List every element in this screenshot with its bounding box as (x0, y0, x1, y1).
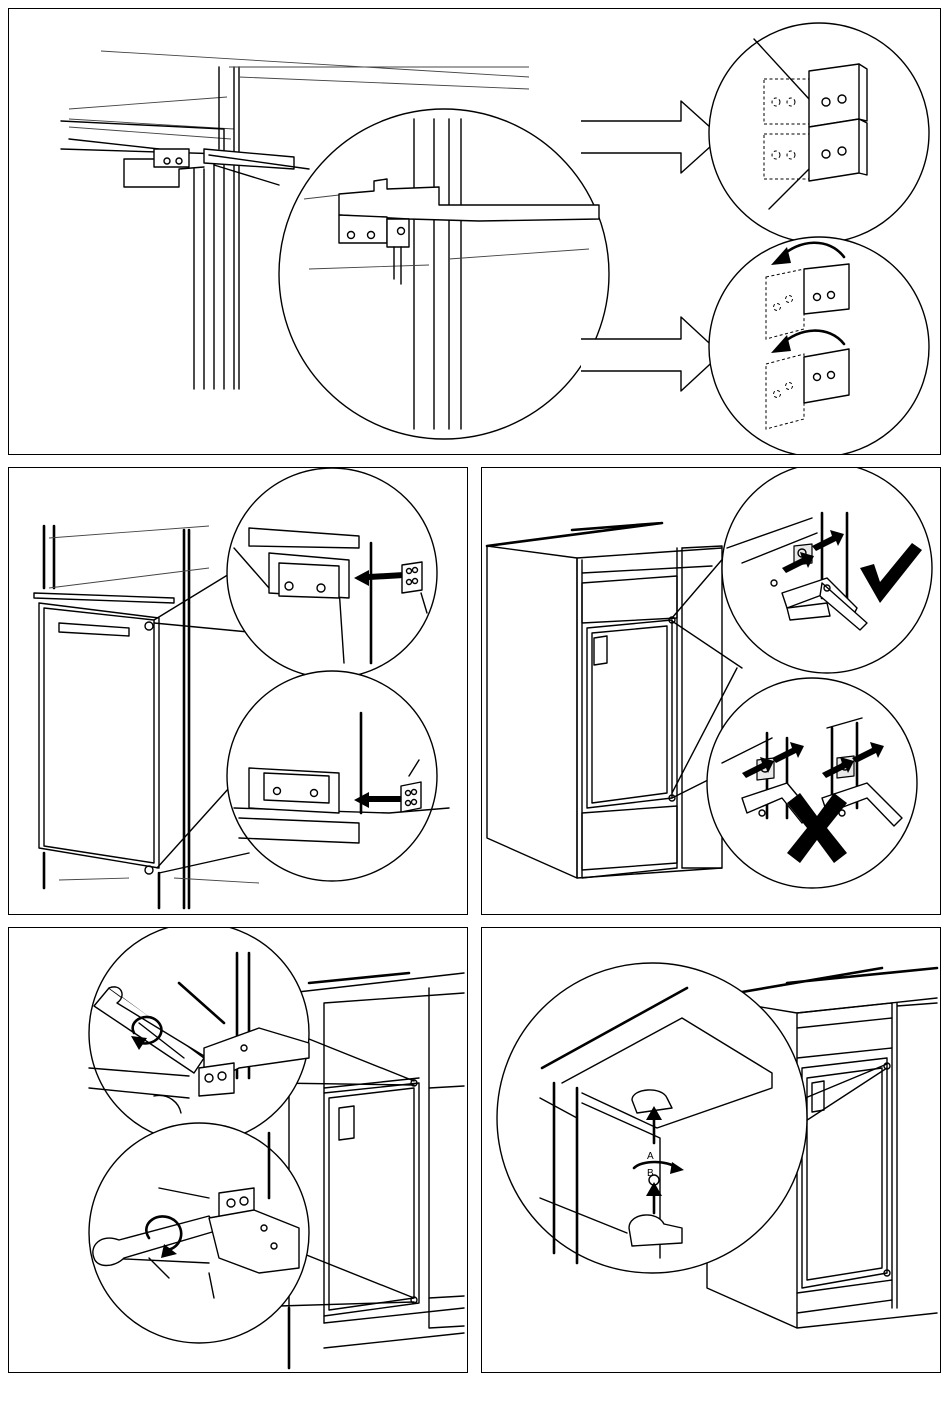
zoom-circle-lower (709, 237, 929, 455)
panel-hinge-cover (8, 467, 468, 915)
cabinet-front-view (487, 523, 722, 878)
zoom-circle-lower-screw (89, 1123, 309, 1343)
panel-cover-cap: A B (481, 927, 941, 1373)
zoom-circle-correct (722, 468, 932, 673)
panel-hinge-alignment (481, 467, 941, 915)
appliance-side-view (34, 526, 259, 908)
zoom-circle-hinge (279, 109, 609, 439)
zoom-circle-wrong (707, 678, 917, 888)
hinge-cover-drawing (9, 468, 468, 915)
label-a: A (647, 1151, 654, 1162)
cabinet-front-view (289, 973, 464, 1368)
zoom-circle-upper (709, 23, 929, 243)
panel-screw-tightening (8, 927, 468, 1373)
zoom-circle-top-cover (227, 468, 437, 678)
arrow-right-upper (581, 101, 721, 173)
zoom-circle-bottom-cover (227, 671, 449, 881)
hinge-overview-drawing (9, 9, 941, 455)
panel-hinge-overview (8, 8, 941, 455)
arrow-right-lower (581, 317, 721, 391)
cover-cap-drawing: A B (482, 928, 941, 1373)
hinge-alignment-drawing (482, 468, 941, 915)
zoom-circle-cap: A B (497, 963, 807, 1273)
screw-tightening-drawing (9, 928, 468, 1373)
zoom-circle-upper-screw (89, 928, 309, 1143)
